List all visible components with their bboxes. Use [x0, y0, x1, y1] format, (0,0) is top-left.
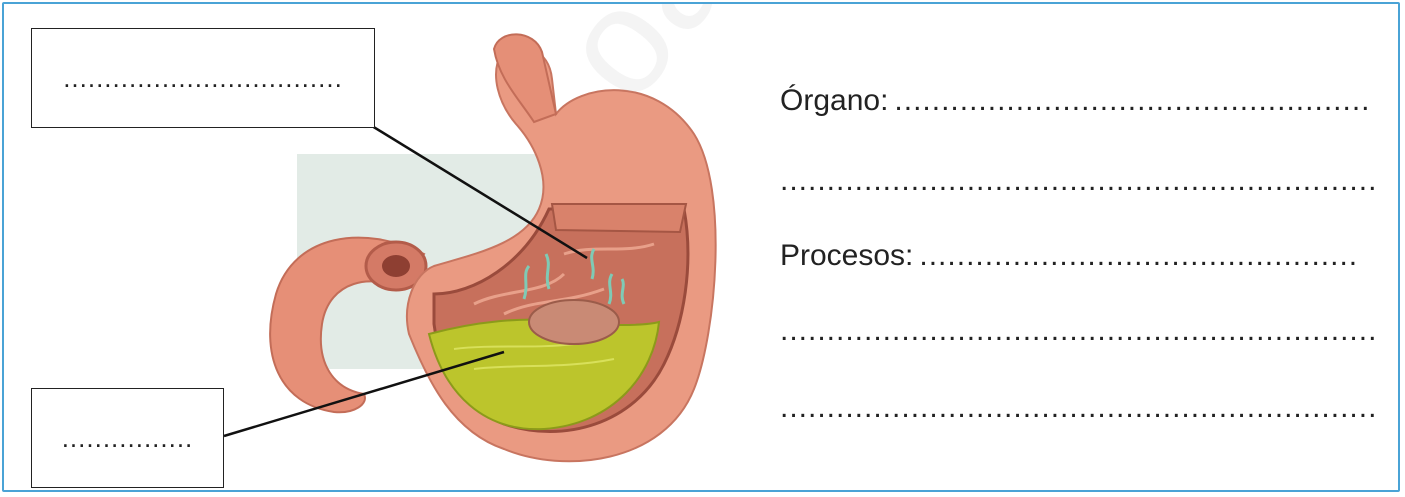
processes-dots-3: ........................................…	[780, 391, 1375, 424]
esophagus	[494, 34, 556, 122]
processes-dots-2: ........................................…	[780, 314, 1375, 347]
organ-line-2[interactable]: ........................................…	[780, 164, 1375, 198]
organ-dots: ........................................…	[894, 84, 1370, 117]
processes-dots: ........................................…	[919, 239, 1358, 272]
processes-line-2[interactable]: ........................................…	[780, 314, 1375, 348]
organ-label: Órgano:	[780, 84, 888, 117]
organ-line[interactable]: Órgano:.................................…	[780, 84, 1375, 118]
label-box-bottom[interactable]: ................	[31, 388, 224, 488]
label-box-top-text: ..................................	[63, 63, 343, 94]
processes-line[interactable]: Procesos:...............................…	[780, 239, 1375, 273]
processes-label: Procesos:	[780, 239, 913, 272]
label-box-bottom-text: ................	[62, 423, 194, 454]
organ-dots-2: ........................................…	[780, 164, 1375, 197]
label-box-top[interactable]: ..................................	[31, 28, 375, 128]
food-bolus	[529, 300, 619, 344]
processes-line-3[interactable]: ........................................…	[780, 391, 1375, 425]
